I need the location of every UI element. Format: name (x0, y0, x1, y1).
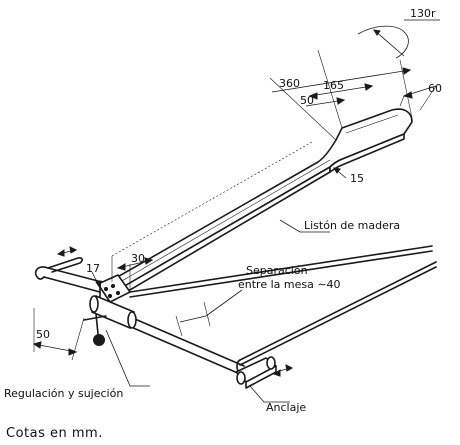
dim-50-left-label: 50 (36, 328, 50, 341)
dim-30-arrow-a (116, 263, 126, 271)
dim-17-label: 17 (86, 262, 100, 275)
arrow-left-top-head (56, 249, 65, 257)
dim-sep-line (179, 315, 207, 323)
dim-30-arrow-b (144, 257, 154, 265)
motion-arrows (56, 246, 294, 377)
clamp (83, 295, 137, 346)
wood-strip-centerline (107, 159, 331, 290)
dim-17-arrow (95, 280, 102, 290)
arrow-left-top-head-2 (69, 246, 78, 254)
anchor-cylinder (236, 371, 246, 385)
dim-50-left-arrow-a (32, 341, 42, 349)
clamp-tube-end (89, 295, 99, 313)
dimension-lines (32, 19, 440, 361)
anchor (235, 356, 277, 389)
screw-3 (107, 293, 113, 299)
rod-front-edge (123, 323, 241, 375)
dim-radius-leader (373, 19, 440, 57)
rod-left-handle (34, 266, 49, 280)
wood-strip-label: Listón de madera (304, 219, 400, 232)
wood-strip-paddle-line (345, 114, 399, 134)
caption: Cotas en mm. (6, 426, 103, 441)
ext-line-b (399, 59, 413, 119)
dim-50-top-arrow (336, 97, 346, 105)
dim-360-label: 360 (279, 77, 300, 90)
wood-strip (97, 108, 413, 303)
dim-360-line (271, 69, 411, 93)
rod-left-arm-edge (43, 276, 101, 293)
ext-line-c (269, 77, 337, 141)
anchor-cylinder-end (266, 356, 276, 370)
dim-165-arrow-b (364, 83, 374, 91)
clamp-tube-end-far (127, 311, 137, 329)
dim-60-label: 60 (428, 82, 442, 95)
dim-15-label: 15 (350, 172, 364, 185)
dim-sep-leader (205, 289, 243, 317)
clamp-wing (83, 315, 107, 321)
rod-upper-long-edge (129, 250, 433, 298)
dim-radius-arrow (373, 29, 381, 36)
dim-60-arrow-a (402, 91, 413, 99)
dim-radius-label: 130r (410, 7, 436, 20)
screw-4 (115, 290, 121, 296)
dim-360-arrow-a (402, 67, 412, 75)
screw-2 (110, 283, 116, 289)
leader-anchor (249, 385, 290, 403)
arrow-anchor-head (285, 364, 294, 372)
clamp-knob (93, 334, 105, 346)
wood-strip-end-side (329, 133, 405, 173)
dim-50-top-label: 50 (300, 94, 314, 107)
rod-lower-long-edge (239, 266, 437, 366)
dim-165-label: 165 (323, 79, 344, 92)
separation-label-2: entre la mesa ∼40 (238, 278, 341, 291)
rod-front (127, 315, 245, 367)
arrow-anchor-head-2 (272, 369, 281, 377)
rod-left-handle-top (47, 257, 83, 273)
metal-frame (34, 245, 437, 375)
dim-radius-arc (357, 25, 409, 59)
label-leaders (105, 219, 330, 403)
dim-50-left-arrow-b (68, 348, 78, 356)
dim-165-arrow-a (308, 92, 318, 100)
separation-label-1: Separación (246, 264, 308, 277)
rod-lower-long (239, 261, 437, 361)
dim-60-ext (399, 85, 437, 111)
anchor-side (245, 365, 277, 389)
dim-15-arrow (333, 167, 341, 174)
leader-regulation (105, 329, 150, 387)
dim-sep-ext-a (175, 315, 183, 337)
screw-1 (103, 286, 109, 292)
dim-sep-ext-b (203, 301, 211, 327)
regulation-label: Regulación y sujeción (4, 387, 123, 400)
dim-165-line (309, 85, 373, 97)
leader-wood-strip (279, 219, 330, 233)
dim-50-left-ext-b (71, 317, 85, 361)
rod-upper-long (129, 245, 433, 293)
ext-line-a (317, 49, 343, 129)
dim-30-label: 30 (131, 252, 145, 265)
anchor-label: Anclaje (266, 401, 306, 414)
